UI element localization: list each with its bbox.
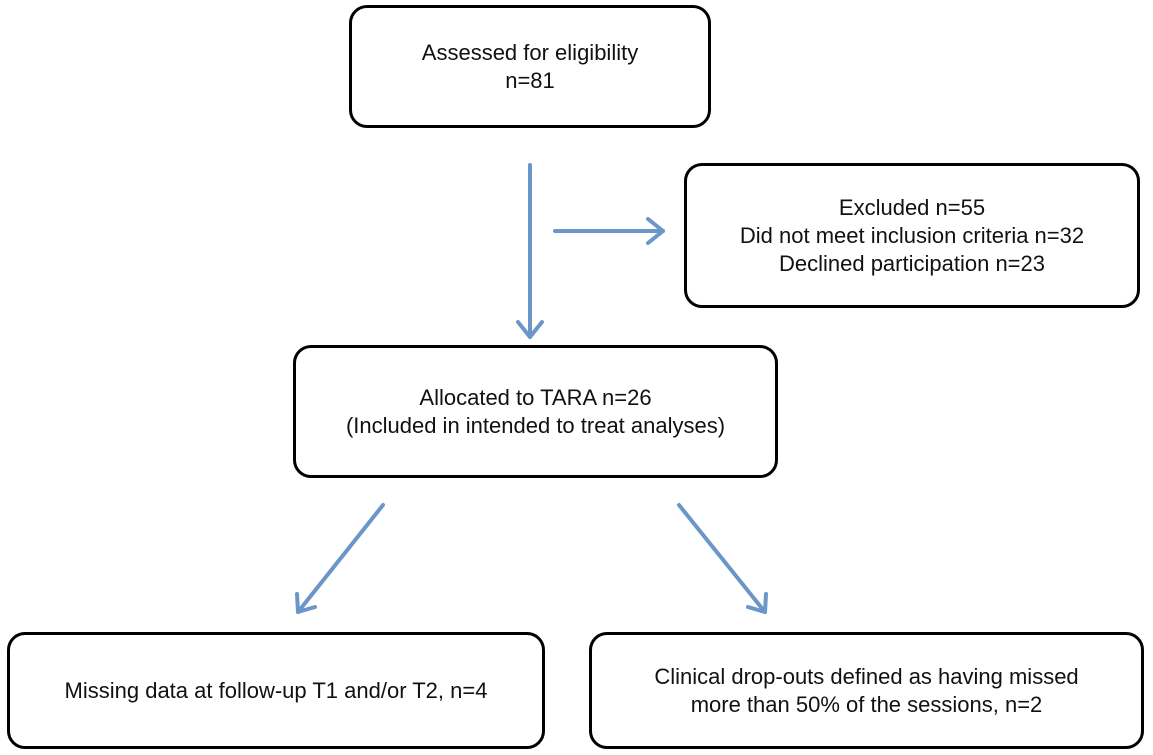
assessed-eligibility-box: Assessed for eligibility n=81: [349, 5, 711, 128]
excluded-criteria: Did not meet inclusion criteria n=32: [739, 222, 1085, 248]
missing-data-box: Missing data at follow-up T1 and/or T2, …: [7, 632, 545, 749]
arrow-right-to-excluded: [553, 217, 665, 245]
allocated-box: Allocated to TARA n=26 (Included in inte…: [293, 345, 778, 478]
arrow-down-to-allocation: [516, 163, 544, 339]
excluded-total: Excluded n=55: [838, 194, 986, 220]
arrow-to-missing-data: [295, 503, 385, 614]
arrow-to-dropouts: [677, 503, 768, 614]
allocated-title: Allocated to TARA n=26: [419, 384, 652, 410]
excluded-box: Excluded n=55 Did not meet inclusion cri…: [684, 163, 1140, 308]
dropouts-box: Clinical drop-outs defined as having mis…: [589, 632, 1144, 749]
missing-data-text: Missing data at follow-up T1 and/or T2, …: [64, 677, 488, 703]
dropouts-line1: Clinical drop-outs defined as having mis…: [654, 663, 1079, 689]
excluded-declined: Declined participation n=23: [778, 250, 1045, 276]
dropouts-line2: more than 50% of the sessions, n=2: [690, 691, 1043, 717]
assessed-count: n=81: [505, 67, 555, 93]
allocated-note: (Included in intended to treat analyses): [345, 412, 726, 438]
assessed-title: Assessed for eligibility: [421, 39, 639, 65]
